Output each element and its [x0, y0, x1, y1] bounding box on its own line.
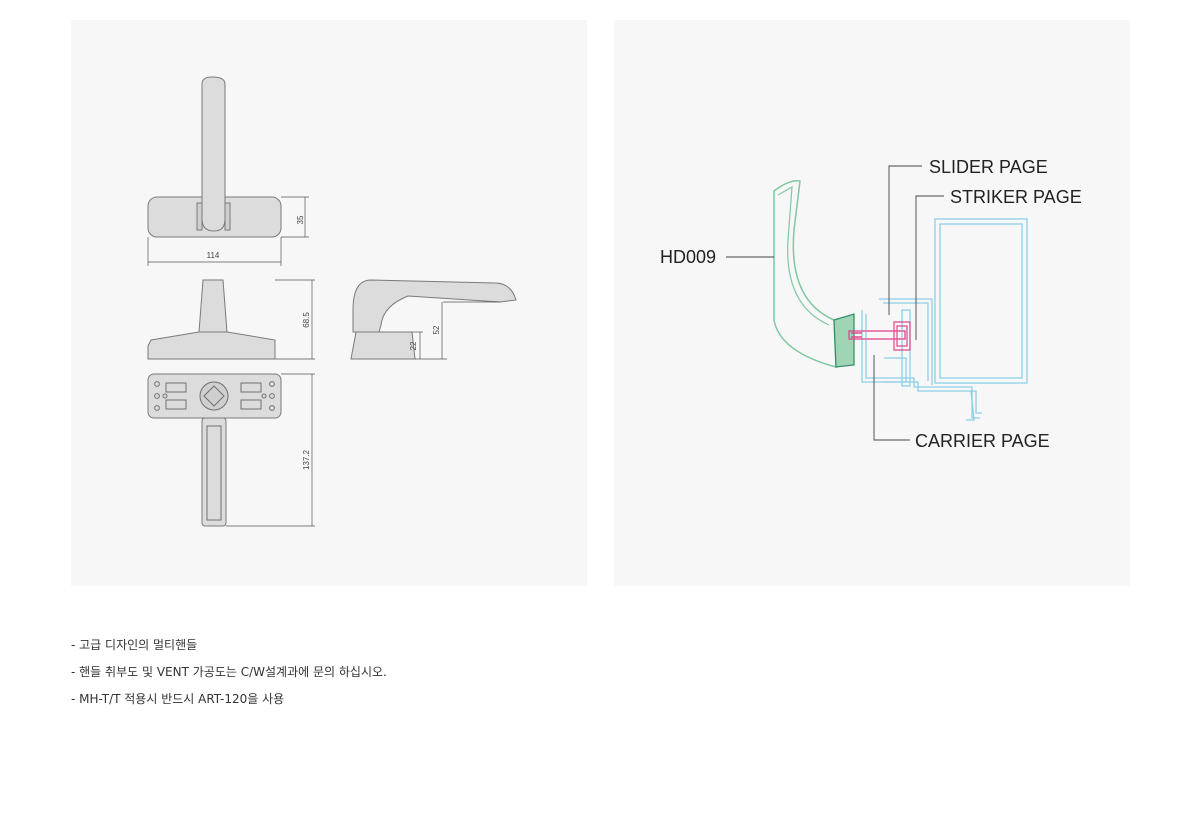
installation-section-panel: SLIDER PAGE STRIKER PAGE HD009 CARRIER P…	[614, 20, 1130, 586]
side-view-lever	[352, 279, 517, 333]
handle-base-section	[833, 313, 855, 368]
side-view-base	[350, 331, 416, 360]
note-line: - 고급 디자인의 멀티핸들	[71, 638, 198, 652]
front-view-body	[198, 279, 228, 333]
frame-profile	[861, 218, 1028, 421]
front-view-base	[147, 331, 276, 360]
top-view-handle	[201, 76, 226, 232]
note-line: - MH-T/T 적용시 반드시 ART-120을 사용	[71, 692, 285, 706]
dim-lever-height: 52	[432, 325, 441, 334]
bottom-view-stem	[201, 417, 227, 527]
bolt-section	[848, 330, 906, 340]
callout-striker-page: STRIKER PAGE	[950, 187, 1082, 207]
dim-side-height: 68.5	[302, 312, 311, 328]
callout-model-name: HD009	[660, 247, 716, 267]
handle-dimension-drawing: 35 114 68.5 52 22 137.2	[147, 76, 517, 527]
callout-slider-page: SLIDER PAGE	[929, 157, 1048, 177]
dim-base-height: 22	[409, 341, 418, 350]
dim-base-width: 114	[207, 251, 220, 260]
callout-carrier-page: CARRIER PAGE	[915, 431, 1050, 451]
dim-top-height: 35	[296, 215, 305, 224]
installation-section-drawing: SLIDER PAGE STRIKER PAGE HD009 CARRIER P…	[660, 157, 1082, 451]
handle-dimension-panel: 35 114 68.5 52 22 137.2	[71, 20, 587, 586]
note-line: - 핸들 취부도 및 VENT 가공도는 C/W설계과에 문의 하십시오.	[71, 665, 387, 679]
dim-handle-length: 137.2	[302, 449, 311, 470]
handle-lever-section	[773, 179, 837, 368]
spec-notes: - 고급 디자인의 멀티핸들 - 핸들 취부도 및 VENT 가공도는 C/W설…	[71, 636, 387, 717]
